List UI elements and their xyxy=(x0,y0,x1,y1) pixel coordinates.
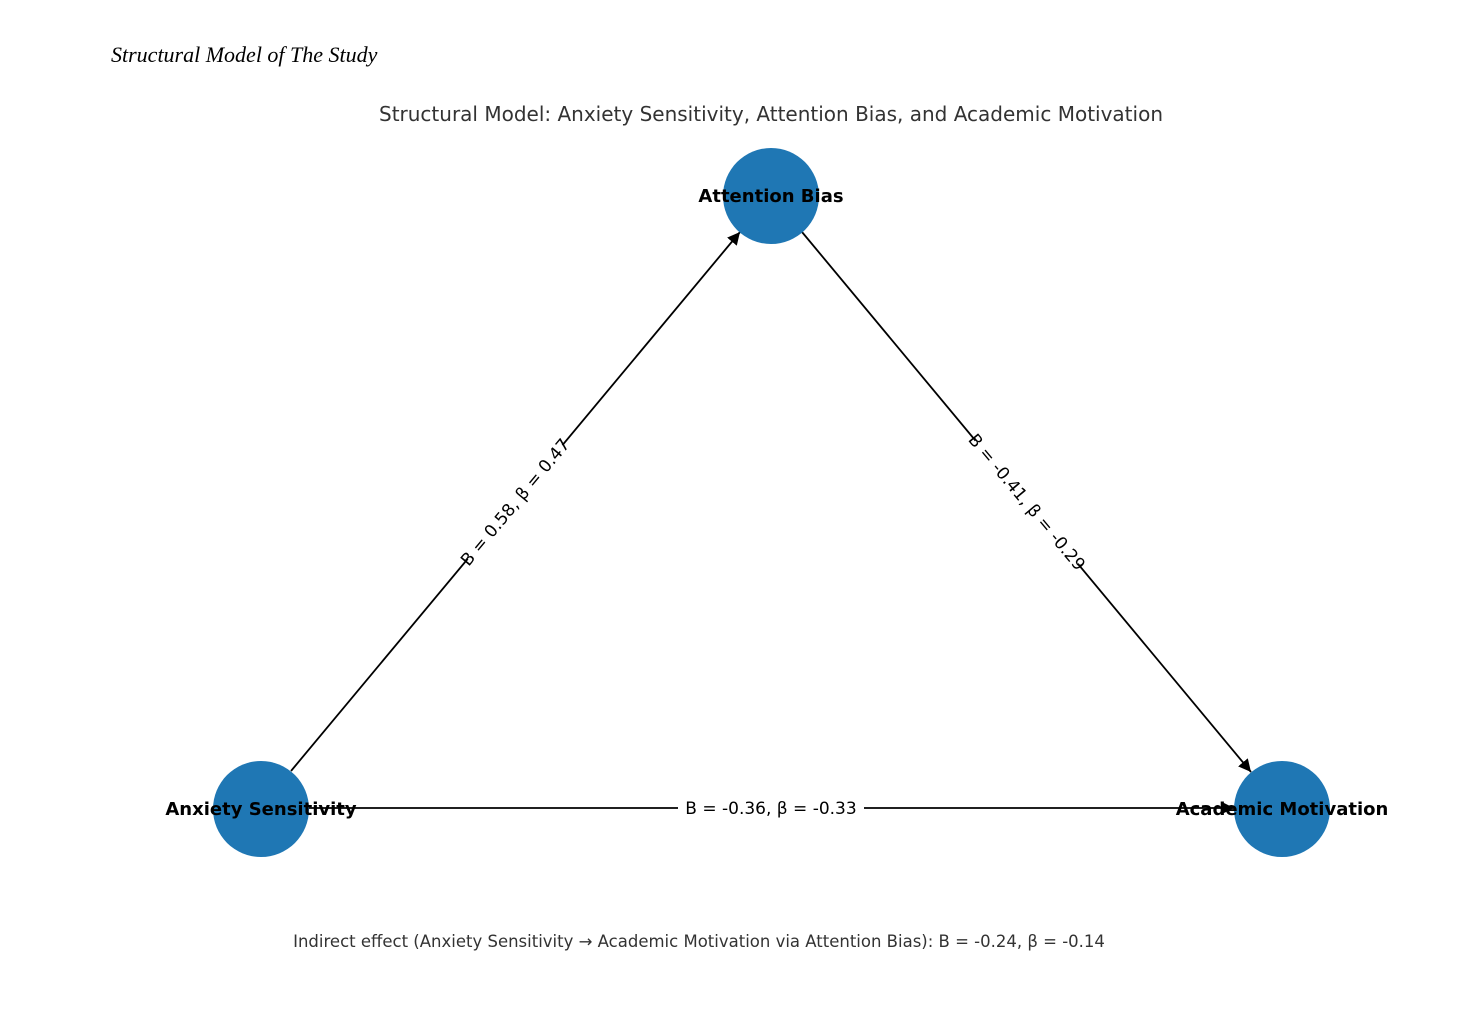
node-academic-motivation xyxy=(1234,761,1330,857)
diagram-title: Structural Model: Anxiety Sensitivity, A… xyxy=(379,102,1163,126)
edge-label-anxiety-to-attention-group: B = 0.58, β = 0.47 xyxy=(457,435,574,570)
edge-label-anxiety-to-attention: B = 0.58, β = 0.47 xyxy=(457,435,574,570)
node-anxiety-sensitivity xyxy=(213,761,309,857)
edge-label-anxiety-to-motivation: B = -0.36, β = -0.33 xyxy=(685,799,856,819)
edge-label-attention-to-motivation-group: B = -0.41, β = -0.29 xyxy=(964,430,1089,574)
edge-labels: B = 0.58, β = 0.47 B = -0.41, β = -0.29 … xyxy=(457,430,1089,821)
indirect-effect-note: Indirect effect (Anxiety Sensitivity → A… xyxy=(293,932,1105,951)
node-labels: Attention Bias Anxiety Sensitivity Acade… xyxy=(165,186,1388,820)
node-attention-bias xyxy=(723,148,819,244)
edge-label-attention-to-motivation: B = -0.41, β = -0.29 xyxy=(964,430,1089,574)
figure-caption: Structural Model of The Study xyxy=(111,42,378,67)
node-label-academic-motivation: Academic Motivation xyxy=(1176,799,1389,820)
node-label-anxiety-sensitivity: Anxiety Sensitivity xyxy=(165,799,356,820)
nodes xyxy=(213,148,1330,857)
node-label-attention-bias: Attention Bias xyxy=(698,186,843,207)
edges xyxy=(290,231,1252,815)
edge-label-anxiety-to-motivation-group: B = -0.36, β = -0.33 xyxy=(678,795,864,821)
